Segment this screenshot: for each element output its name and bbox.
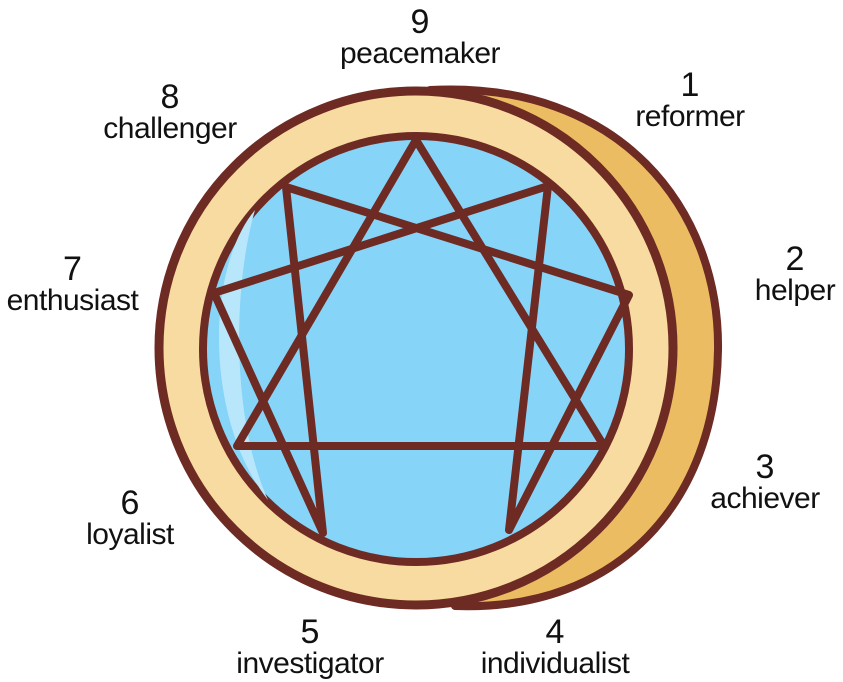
type-2-label: 2 helper <box>745 242 843 306</box>
type-8-name: challenger <box>95 114 245 144</box>
type-3-name: achiever <box>700 484 830 514</box>
type-5-label: 5 investigator <box>220 615 400 679</box>
type-7-name: enthusiast <box>0 286 145 316</box>
type-9-name: peacemaker <box>330 39 510 69</box>
type-1-number: 1 <box>620 68 760 102</box>
type-4-number: 4 <box>460 615 650 649</box>
type-8-label: 8 challenger <box>95 80 245 144</box>
type-6-name: loyalist <box>70 520 190 550</box>
type-4-label: 4 individualist <box>460 615 650 679</box>
type-3-number: 3 <box>700 450 830 484</box>
type-1-label: 1 reformer <box>620 68 760 132</box>
type-2-name: helper <box>745 276 843 306</box>
type-6-label: 6 loyalist <box>70 486 190 550</box>
type-7-number: 7 <box>0 252 145 286</box>
type-2-number: 2 <box>745 242 843 276</box>
type-7-label: 7 enthusiast <box>0 252 145 316</box>
type-6-number: 6 <box>70 486 190 520</box>
type-3-label: 3 achiever <box>700 450 830 514</box>
type-5-number: 5 <box>220 615 400 649</box>
type-4-name: individualist <box>460 649 650 679</box>
type-9-label: 9 peacemaker <box>330 5 510 69</box>
type-5-name: investigator <box>220 649 400 679</box>
type-1-name: reformer <box>620 102 760 132</box>
type-8-number: 8 <box>95 80 245 114</box>
type-9-number: 9 <box>330 5 510 39</box>
